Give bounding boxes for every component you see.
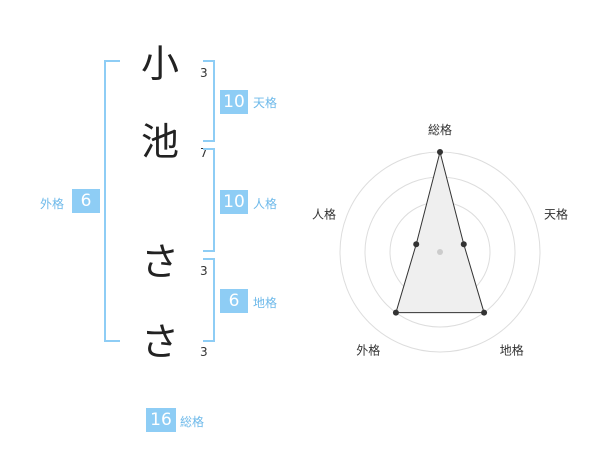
tenkaku-value: 10 bbox=[220, 90, 248, 114]
gaikaku-label: 外格 bbox=[40, 197, 65, 211]
radar-center-dot bbox=[437, 249, 443, 255]
stroke-count-3: 3 bbox=[200, 264, 208, 278]
radar-point-2 bbox=[460, 241, 467, 248]
radar-point-1 bbox=[437, 149, 443, 155]
name-char-1: 小 bbox=[140, 42, 179, 86]
jinkaku-bracket bbox=[203, 148, 215, 252]
stroke-count-2: 7 bbox=[200, 146, 208, 160]
tenkaku-bracket bbox=[203, 60, 215, 142]
soukaku-label: 総格 bbox=[180, 415, 205, 429]
tenkaku-label: 天格 bbox=[253, 96, 278, 110]
stroke-count-4: 3 bbox=[200, 345, 208, 359]
soukaku-value: 16 bbox=[146, 408, 176, 432]
radar-axis-label-1: 総格 bbox=[428, 122, 452, 137]
gaikaku-bracket bbox=[104, 60, 120, 342]
name-char-4: さ bbox=[140, 320, 179, 364]
name-char-2: 池 bbox=[140, 120, 179, 164]
radar-point-4 bbox=[392, 309, 399, 316]
radar-axis-label-4: 外格 bbox=[356, 343, 380, 358]
name-char-3: さ bbox=[140, 240, 179, 284]
stroke-count-1: 3 bbox=[200, 66, 208, 80]
chikaku-value: 6 bbox=[220, 289, 248, 313]
radar-data-polygon bbox=[395, 151, 485, 314]
gaikaku-value: 6 bbox=[72, 189, 100, 213]
radar-points bbox=[392, 149, 488, 316]
jinkaku-value: 10 bbox=[220, 190, 248, 214]
jinkaku-label: 人格 bbox=[253, 197, 278, 211]
chikaku-bracket bbox=[203, 258, 215, 342]
radar-axis-label-3: 地格 bbox=[500, 343, 524, 358]
radar-point-5 bbox=[413, 241, 420, 248]
radar-axis-label-5: 人格 bbox=[312, 206, 336, 221]
chikaku-label: 地格 bbox=[253, 296, 278, 310]
radar-axis-label-2: 天格 bbox=[544, 206, 568, 221]
radar-point-3 bbox=[481, 309, 488, 316]
